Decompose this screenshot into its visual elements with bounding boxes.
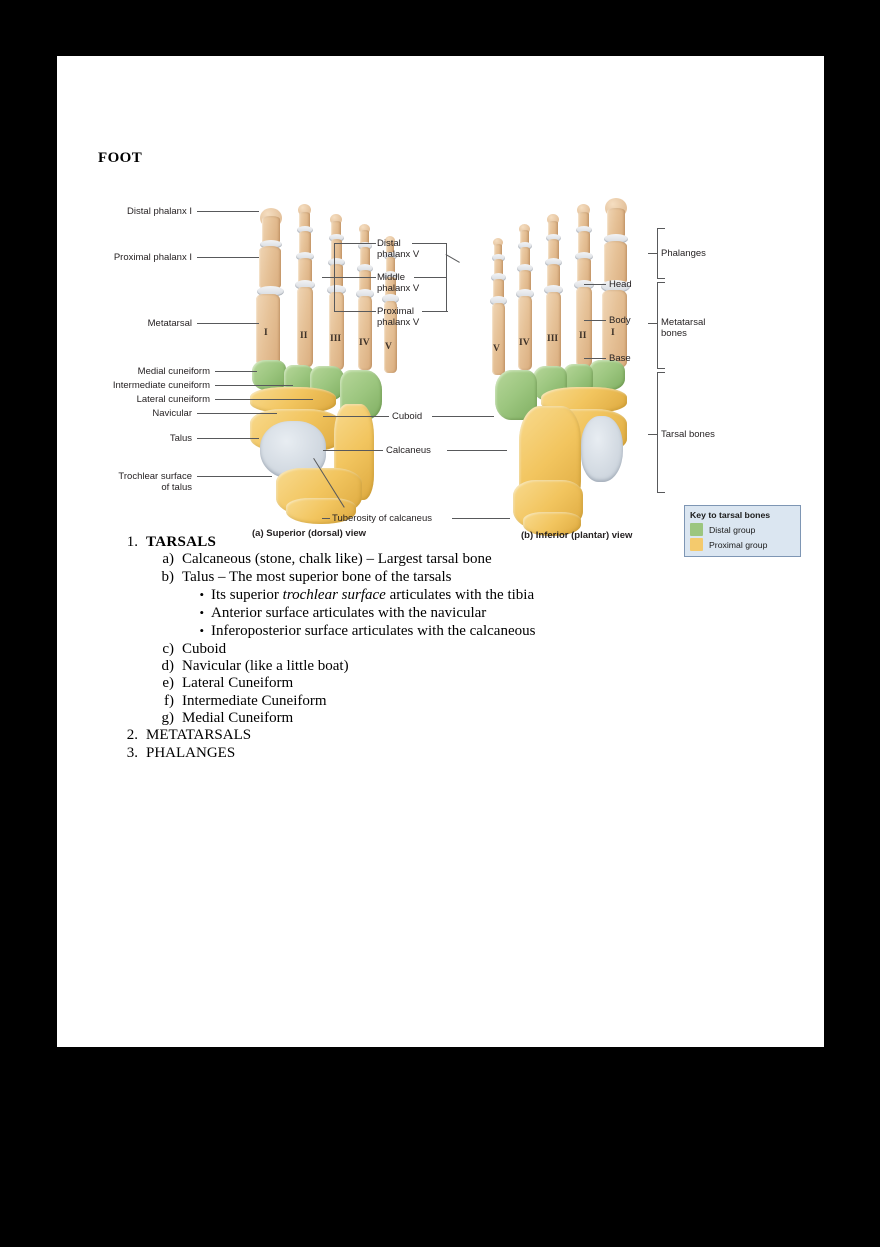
caption-plantar: (b) Inferior (plantar) view <box>521 530 633 541</box>
outline-text: Its superior trochlear surface articulat… <box>211 587 752 604</box>
label-tarsal-bones: Tarsal bones <box>661 429 715 440</box>
outline-item-cuboid: c) Cuboid <box>112 641 752 658</box>
label-metatarsal-bones-line2: bones <box>661 328 687 339</box>
outline-item-medial-cuneiform: g) Medial Cuneiform <box>112 710 752 727</box>
document-page: FOOT I II <box>57 56 824 1047</box>
legend-title: Key to tarsal bones <box>690 510 771 520</box>
label-distal-phalanx-i: Distal phalanx I <box>127 206 192 217</box>
label-proximal-phalanx-v-line2: phalanx V <box>377 317 420 328</box>
legend-label-distal: Distal group <box>709 524 756 535</box>
caption-dorsal: (a) Superior (dorsal) view <box>252 528 367 539</box>
outline-text: Calcaneous (stone, chalk like) – Largest… <box>182 551 492 568</box>
legend-row-distal: Distal group <box>690 523 795 536</box>
outline-text: TARSALS <box>146 534 217 550</box>
outline-list: 1. TARSALS a) Calcaneous (stone, chalk l… <box>112 534 752 762</box>
label-medial-cuneiform: Medial cuneiform <box>137 366 210 377</box>
outline-text: Lateral Cuneiform <box>182 675 294 692</box>
outline-item-navicular: d) Navicular (like a little boat) <box>112 658 752 675</box>
outline-text: Intermediate Cuneiform <box>182 692 327 709</box>
outline-text: METATARSALS <box>146 727 252 744</box>
metatarsal-numeral: I <box>264 328 268 338</box>
label-head: Head <box>609 279 632 290</box>
outline-text: Navicular (like a little boat) <box>182 658 349 675</box>
label-distal-phalanx-v-line2: phalanx V <box>377 249 420 260</box>
marker: a) <box>162 551 174 568</box>
outline-bullet-trochlear: • Its superior trochlear surface articul… <box>112 586 752 604</box>
label-trochlear-surface-line2: of talus <box>161 482 192 493</box>
marker: e) <box>162 675 174 692</box>
bullet-marker: • <box>199 586 204 602</box>
outline-item-calcaneous: a) Calcaneous (stone, chalk like) – Larg… <box>112 551 752 568</box>
label-lateral-cuneiform: Lateral cuneiform <box>136 394 210 405</box>
label-intermediate-cuneiform: Intermediate cuneiform <box>112 380 210 391</box>
label-base: Base <box>609 353 631 364</box>
outline-item-talus: b) Talus – The most superior bone of the… <box>112 569 752 586</box>
bullet-marker: • <box>199 605 204 621</box>
outline-item-phalanges: 3. PHALANGES <box>112 745 752 762</box>
legend-key-to-tarsal-bones: Key to tarsal bones Distal group Proxima… <box>684 505 801 557</box>
marker: 3. <box>126 744 138 761</box>
figure-title: FOOT <box>98 150 143 166</box>
legend-label-proximal: Proximal group <box>709 539 768 550</box>
label-metatarsal-bones-line1: Metatarsal <box>661 317 706 328</box>
outline-bullet-anterior: • Anterior surface articulates with the … <box>112 604 752 622</box>
leader-toe-v <box>445 254 460 263</box>
outline-bullet-inferoposterior: • Inferoposterior surface articulates wi… <box>112 622 752 640</box>
label-middle-phalanx-v-line1: Middle <box>377 272 405 283</box>
bullet-marker: • <box>199 623 204 639</box>
label-distal-phalanx-v-line1: Distal <box>377 238 401 249</box>
label-tuberosity-of-calcaneus: Tuberosity of calcaneus <box>332 513 432 524</box>
label-navicular: Navicular <box>152 408 192 419</box>
legend-swatch-distal-icon <box>690 523 703 536</box>
outline-item-tarsals: 1. TARSALS <box>112 534 752 551</box>
outline-item-intermediate-cuneiform: f) Intermediate Cuneiform <box>112 693 752 710</box>
marker: 1. <box>126 534 138 550</box>
outline-text: Inferoposterior surface articulates with… <box>211 623 536 640</box>
bullet-post: articulates with the tibia <box>385 586 535 603</box>
outline-text: Talus – The most superior bone of the ta… <box>182 568 452 585</box>
label-proximal-phalanx-v-line1: Proximal <box>377 306 414 317</box>
marker: b) <box>161 568 175 585</box>
label-calcaneus: Calcaneus <box>386 445 431 456</box>
label-metatarsal: Metatarsal <box>147 318 192 329</box>
label-middle-phalanx-v-line2: phalanx V <box>377 283 420 294</box>
label-cuboid: Cuboid <box>392 411 423 422</box>
label-phalanges: Phalanges <box>661 248 706 259</box>
marker: g) <box>161 709 175 726</box>
label-proximal-phalanx-i: Proximal phalanx I <box>113 252 192 263</box>
foot-anatomy-figure: I II III <box>92 168 801 583</box>
marker: d) <box>161 658 175 675</box>
outline-text: Cuboid <box>182 640 227 657</box>
bullet-pre: Its superior <box>211 586 283 603</box>
bullet-emphasis: trochlear surface <box>282 586 386 603</box>
marker: f) <box>164 692 174 709</box>
marker: c) <box>162 640 174 657</box>
outline-text: Medial Cuneiform <box>182 709 294 726</box>
outline-item-metatarsals: 2. METATARSALS <box>112 727 752 744</box>
label-trochlear-surface-line1: Trochlear surface <box>118 471 192 482</box>
label-talus: Talus <box>169 433 192 444</box>
marker: 2. <box>126 727 138 744</box>
outline-text: PHALANGES <box>146 744 236 761</box>
legend-swatch-proximal-icon <box>690 538 703 551</box>
outline-text: Anterior surface articulates with the na… <box>211 605 487 622</box>
label-body: Body <box>609 315 631 326</box>
legend-row-proximal: Proximal group <box>690 538 795 551</box>
outline-item-lateral-cuneiform: e) Lateral Cuneiform <box>112 675 752 692</box>
